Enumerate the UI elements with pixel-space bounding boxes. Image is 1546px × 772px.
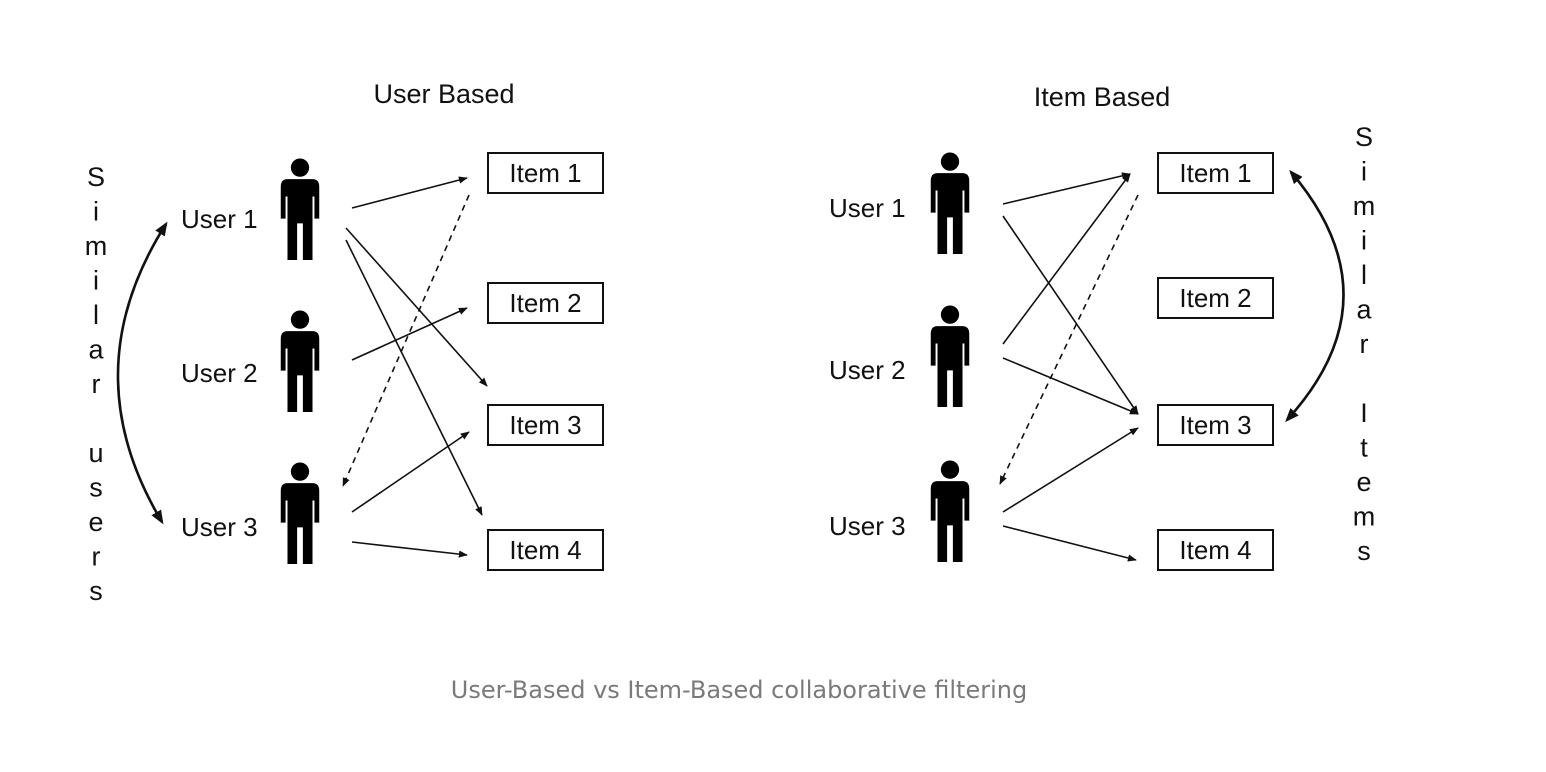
item-label: Item 4 xyxy=(1179,535,1251,565)
item-box-1: Item 1 xyxy=(1157,152,1274,194)
edge-user-3-to-item-3 xyxy=(351,431,470,513)
item-box-4: Item 4 xyxy=(1157,529,1274,571)
item-box-3: Item 3 xyxy=(1157,404,1274,446)
user-label-2: User 2 xyxy=(181,358,258,388)
edge-dashed-item-1-to-user-3 xyxy=(999,194,1139,485)
item-label: Item 2 xyxy=(1179,283,1251,313)
figure-caption: User-Based vs Item-Based collaborative f… xyxy=(450,676,1028,704)
person-icon xyxy=(930,152,970,254)
edge-user-1-to-item-1 xyxy=(1002,172,1131,205)
item-box-frame xyxy=(1157,404,1274,446)
panel-title: User Based xyxy=(373,79,514,109)
item-label: Item 1 xyxy=(509,158,581,188)
item-box-frame xyxy=(487,282,604,324)
person-icon xyxy=(930,460,970,562)
user-label-1: User 1 xyxy=(181,204,258,234)
item-box-frame xyxy=(487,529,604,571)
item-box-frame xyxy=(487,152,604,194)
panel-title: Item Based xyxy=(1034,82,1171,112)
person-icon xyxy=(280,158,320,260)
item-box-frame xyxy=(1157,277,1274,319)
edge-user-1-to-item-4 xyxy=(345,239,483,516)
edge-user-1-to-item-1 xyxy=(351,176,468,209)
item-label: Item 4 xyxy=(509,535,581,565)
edge-user-3-to-item-4 xyxy=(351,541,468,558)
similarity-arrow xyxy=(1285,169,1345,423)
edge-user-3-to-item-4 xyxy=(1002,525,1137,562)
edge-user-2-to-item-2 xyxy=(351,307,468,361)
person-icon xyxy=(280,310,320,412)
edge-dashed-item-1-to-user-3 xyxy=(342,194,470,487)
edge-user-3-to-item-3 xyxy=(1002,427,1139,513)
item-label: Item 3 xyxy=(509,410,581,440)
item-box-frame xyxy=(487,404,604,446)
person-icon xyxy=(280,462,320,564)
similarity-arrow xyxy=(116,221,168,525)
user-label-1: User 1 xyxy=(829,193,906,223)
edge-user-1-to-item-3 xyxy=(1002,215,1139,415)
edge-user-1-to-item-3 xyxy=(345,227,488,387)
item-box-frame xyxy=(1157,529,1274,571)
user-label-3: User 3 xyxy=(181,512,258,542)
item-box-2: Item 2 xyxy=(487,282,604,324)
item-box-3: Item 3 xyxy=(487,404,604,446)
user-label-3: User 3 xyxy=(829,511,906,541)
user-label-2: User 2 xyxy=(829,355,906,385)
item-box-4: Item 4 xyxy=(487,529,604,571)
item-box-2: Item 2 xyxy=(1157,277,1274,319)
item-label: Item 3 xyxy=(1179,410,1251,440)
item-label: Item 2 xyxy=(509,288,581,318)
item-box-frame xyxy=(1157,152,1274,194)
edge-user-2-to-item-3 xyxy=(1002,357,1139,415)
person-icon xyxy=(930,305,970,407)
item-box-1: Item 1 xyxy=(487,152,604,194)
item-label: Item 1 xyxy=(1179,158,1251,188)
edge-user-2-to-item-1 xyxy=(1002,173,1131,345)
